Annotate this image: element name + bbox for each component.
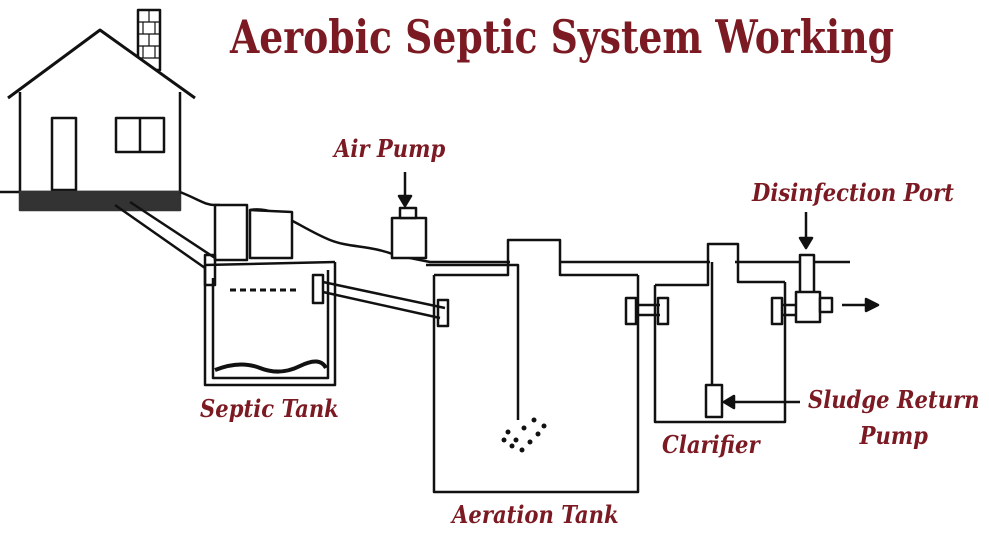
sludge-return-pump-icon <box>704 383 724 419</box>
air-line <box>426 263 520 420</box>
pipe-septic-to-aeration <box>322 280 446 320</box>
disinfection-port-arrow-head <box>798 236 814 250</box>
label-air-pump: Air Pump <box>334 134 446 163</box>
house-roof <box>7 28 196 100</box>
air-bubbles <box>501 417 547 453</box>
effluent-arrow-head <box>864 297 880 313</box>
house-icon <box>7 8 196 212</box>
house-foundation <box>18 190 182 212</box>
label-disinfection-port: Disinfection Port <box>752 178 954 207</box>
septic-lid <box>248 208 294 260</box>
ground-surface <box>179 190 850 264</box>
diagram-title: Aerobic Septic System Working <box>230 10 895 64</box>
clarifier-inlet-tee <box>656 296 670 326</box>
drain-pipe <box>114 200 216 270</box>
sludge-pump-arrow-head <box>722 394 736 410</box>
aeration-outlet-tee <box>624 296 638 326</box>
pipe-aeration-to-clarifier <box>636 303 660 317</box>
chimney-bricks <box>138 10 160 59</box>
clarifier-outlet-tee <box>770 296 784 326</box>
house-walls <box>18 92 182 194</box>
label-septic-tank: Septic Tank <box>200 394 339 423</box>
label-sludge-return-pump: Sludge Return Pump <box>808 382 980 454</box>
label-clarifier: Clarifier <box>662 430 760 459</box>
clarifier-tank <box>653 242 787 424</box>
air-pump-arrow-head <box>397 194 413 208</box>
aeration-tank <box>432 238 640 494</box>
aeration-inlet-tee <box>436 298 450 328</box>
label-sludge-return-line2: Pump <box>859 421 928 450</box>
house-door <box>50 116 78 192</box>
label-aeration-tank: Aeration Tank <box>452 500 619 529</box>
septic-tank <box>203 203 337 387</box>
septic-riser <box>213 203 249 262</box>
air-pump-icon <box>390 206 428 260</box>
label-sludge-return-line1: Sludge Return <box>808 385 980 414</box>
septic-outlet-tee <box>311 273 325 305</box>
disinfection-port-icon <box>794 253 834 324</box>
sludge-layer <box>214 359 328 374</box>
pipe-clarifier-to-port <box>782 303 796 317</box>
septic-inlet-tee <box>203 253 217 287</box>
